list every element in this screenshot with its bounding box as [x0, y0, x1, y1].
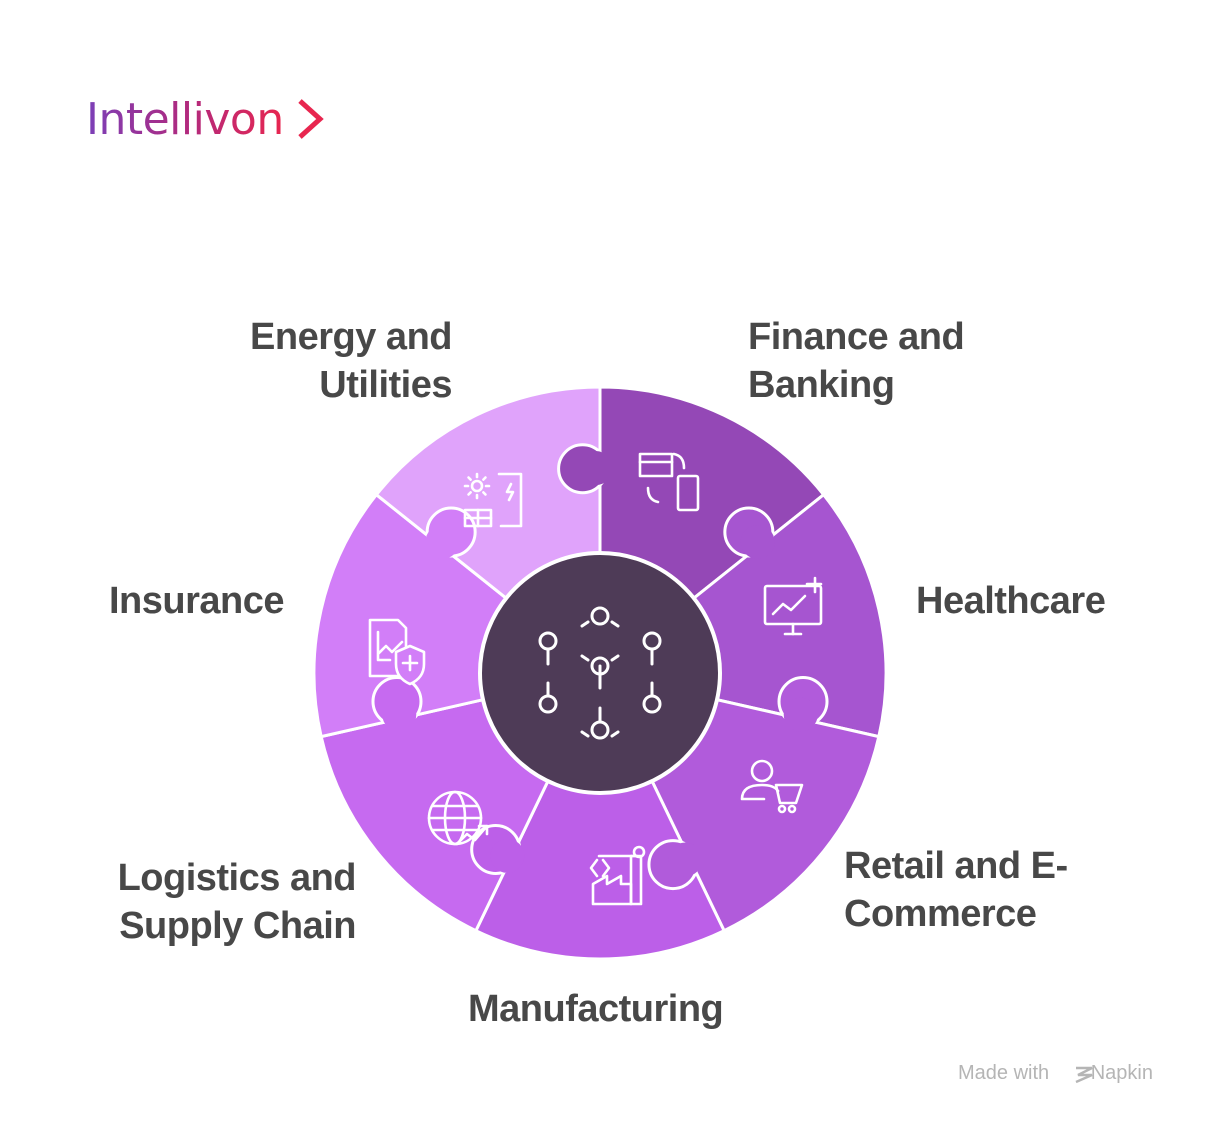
made-with-napkin: Made with Napkin	[958, 1062, 1153, 1084]
shopper-cart-icon	[740, 759, 804, 814]
puzzle-knob-neck	[578, 451, 613, 486]
puzzle-knob-neck	[382, 697, 417, 732]
label-retail: Retail and E-Commerce	[844, 845, 1068, 935]
puzzle-knob-neck	[668, 842, 703, 877]
puzzle-knob-neck	[490, 838, 525, 873]
logo-text: Intellivon	[86, 94, 284, 145]
document-shield-icon	[368, 618, 426, 686]
solar-battery-icon	[463, 472, 523, 528]
card-phone-transfer-icon	[638, 452, 700, 512]
network-nodes-icon	[538, 606, 662, 740]
globe-growth-icon	[427, 790, 489, 846]
puzzle-knob-neck	[740, 525, 775, 560]
napkin-logo-icon	[1075, 1066, 1093, 1084]
label-manufacturing: Manufacturing	[468, 988, 724, 1030]
label-healthcare: Healthcare	[916, 580, 1106, 622]
medical-monitor-icon	[763, 576, 823, 636]
logo-chevron-icon	[298, 99, 324, 139]
puzzle-knob-neck	[783, 697, 818, 732]
factory-robot-arm-icon	[589, 845, 646, 906]
label-insurance: Insurance	[108, 580, 285, 622]
puzzle-knob-neck	[425, 525, 460, 560]
